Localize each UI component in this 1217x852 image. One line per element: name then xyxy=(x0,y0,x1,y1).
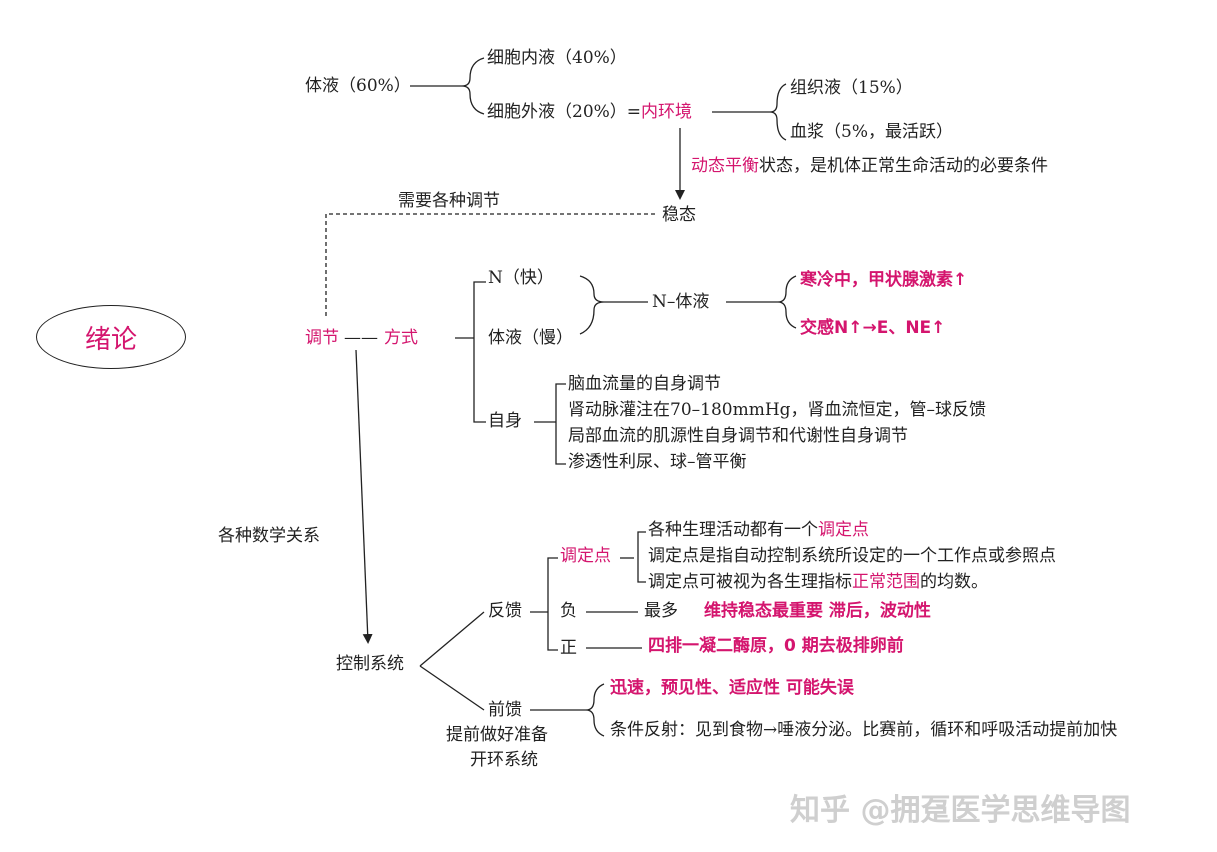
set-point-label: 调定点 xyxy=(560,546,611,566)
auto-item: 局部血流的肌源性自身调节和代谢性自身调节 xyxy=(568,426,908,446)
intracellular-label: 细胞内液（40%） xyxy=(487,48,627,68)
dynamic-balance-note: 动态平衡状态，是机体正常生命活动的必要条件 xyxy=(691,158,1048,175)
sp-item3-suffix: 的均数。 xyxy=(920,572,988,592)
sp-item1-highlight: 调定点 xyxy=(818,520,869,540)
feedforward-reflex-label: 条件反射：见到食物→唾液分泌。比赛前，循环和呼吸活动提前加快 xyxy=(610,720,1118,740)
regulation-dash: —— xyxy=(344,328,378,348)
extracellular-label: 细胞外液（20%）=内环境 xyxy=(487,104,692,121)
state-note-text: 状态，是机体正常生命活动的必要条件 xyxy=(759,156,1048,176)
auto-item: 肾动脉灌注在70–180mmHg，肾血流恒定，管–球反馈 xyxy=(568,400,987,420)
set-point-item: 各种生理活动都有一个调定点 xyxy=(648,522,869,539)
feedforward-trait-label: 迅速，预见性、适应性 可能失误 xyxy=(610,678,854,698)
cold-thyroid-label: 寒冷中，甲状腺激素↑ xyxy=(800,270,968,290)
math-relation-label: 各种数学关系 xyxy=(218,526,320,546)
negative-desc-label: 维持稳态最重要 滞后，波动性 xyxy=(704,601,931,621)
plasma-label: 血浆（5%，最活跃） xyxy=(790,122,953,142)
feedback-label: 反馈 xyxy=(488,601,522,621)
auto-item: 脑血流量的自身调节 xyxy=(568,374,721,394)
homeostasis-label: 稳态 xyxy=(662,205,696,225)
needs-regulation-label: 需要各种调节 xyxy=(398,191,500,211)
watermark: 知乎 @拥趸医学思维导图 xyxy=(790,793,1131,828)
auto-regulation-label: 自身 xyxy=(488,411,522,431)
set-point-item: 调定点是指自动控制系统所设定的一个工作点或参照点 xyxy=(648,546,1056,566)
extracellular-text: 细胞外液（20%）= xyxy=(487,102,642,122)
sympathetic-label: 交感N↑→E、NE↑ xyxy=(800,318,946,338)
positive-feedback-label: 正 xyxy=(560,638,577,658)
humoral-label: 体液（慢） xyxy=(488,328,573,348)
internal-env-label: 内环境 xyxy=(641,102,693,122)
root-label: 绪论 xyxy=(84,324,137,355)
sp-item3-highlight: 正常范围 xyxy=(852,572,920,592)
neuro-humoral-label: N–体液 xyxy=(652,292,710,312)
sp-item3-text: 调定点可被视为各生理指标 xyxy=(648,572,852,592)
sp-item1-text: 各种生理活动都有一个 xyxy=(648,520,818,540)
negative-most-label: 最多 xyxy=(644,601,678,621)
control-system-label: 控制系统 xyxy=(336,654,404,674)
dynamic-balance-label: 动态平衡 xyxy=(691,156,759,176)
feedforward-note-2: 开环系统 xyxy=(470,750,538,770)
set-point-item: 调定点可被视为各生理指标正常范围的均数。 xyxy=(648,574,988,591)
body-fluid-label: 体液（60%） xyxy=(305,76,411,96)
auto-item: 渗透性利尿、球–管平衡 xyxy=(568,452,747,472)
neural-label: N（快） xyxy=(488,268,554,288)
tissue-fluid-label: 组织液（15%） xyxy=(790,78,913,98)
root-node: 绪论 xyxy=(36,305,186,369)
method-label: 方式 xyxy=(384,328,418,348)
regulation-label: 调节 xyxy=(305,328,339,348)
feedforward-label: 前馈 xyxy=(488,700,522,720)
feedforward-note-1: 提前做好准备 xyxy=(446,725,548,745)
positive-desc-label: 四排一凝二酶原，0 期去极排卵前 xyxy=(648,636,904,656)
negative-feedback-label: 负 xyxy=(560,601,577,621)
